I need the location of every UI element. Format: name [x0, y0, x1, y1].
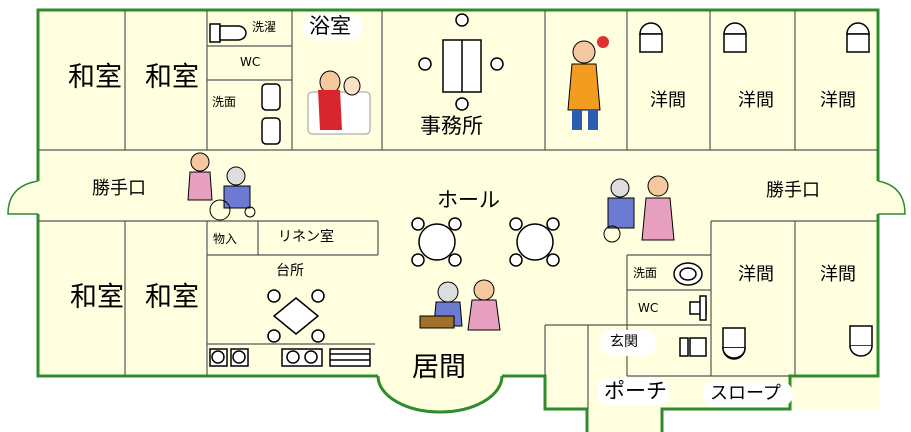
- elderly-care-illustration: [603, 175, 675, 243]
- room-label-daidokoro: 台所: [276, 263, 304, 279]
- room-label-washitsu: 和室: [68, 62, 122, 93]
- caregiver-bathing-illustration: [307, 70, 371, 135]
- toilet-icon: [639, 22, 870, 53]
- room-label-youma: 洋間: [738, 264, 774, 285]
- room-label-jimusho: 事務所: [420, 114, 483, 138]
- kitchen-table-icon: [267, 289, 325, 343]
- room-label-porch: ポーチ: [604, 379, 667, 403]
- label-pills: [303, 14, 793, 407]
- interior-walls: [38, 10, 878, 409]
- room-label-youma: 洋間: [820, 264, 856, 285]
- meal-assistance-illustration: [419, 279, 501, 331]
- cook-illustration: [567, 36, 609, 130]
- room-label-ima: 居間: [412, 352, 466, 383]
- room-label-hall: ホール: [437, 188, 500, 212]
- room-label-washitsu: 和室: [145, 282, 199, 313]
- room-label-wc: WC: [638, 301, 659, 315]
- room-label-senmen: 洗面: [633, 266, 658, 280]
- room-label-washitsu: 和室: [145, 62, 199, 93]
- room-label-katteguchi: 勝手口: [766, 180, 820, 201]
- fixtures: [209, 13, 873, 367]
- room-label-linen: リネン室: [278, 229, 334, 245]
- room-label-wc: WC: [240, 55, 261, 69]
- room-label-youma: 洋間: [738, 90, 774, 111]
- wheelchair-illustration: [187, 152, 256, 221]
- room-label-slope: スロープ: [710, 383, 781, 404]
- room-label-genkan: 玄関: [610, 334, 638, 350]
- hall-table-icon: [411, 217, 560, 267]
- room-label-katteguchi: 勝手口: [92, 178, 146, 199]
- kitchen-counter-icon: [209, 348, 371, 367]
- room-label-sentaku: 洗濯: [252, 20, 277, 34]
- room-label-senmen: 洗面: [212, 95, 237, 109]
- room-label-yokushitsu: 浴室: [309, 14, 351, 38]
- room-label-youma: 洋間: [820, 90, 856, 111]
- room-label-youma: 洋間: [650, 90, 686, 111]
- room-label-monoire: 物入: [213, 232, 238, 246]
- room-label-washitsu: 和室: [70, 282, 124, 313]
